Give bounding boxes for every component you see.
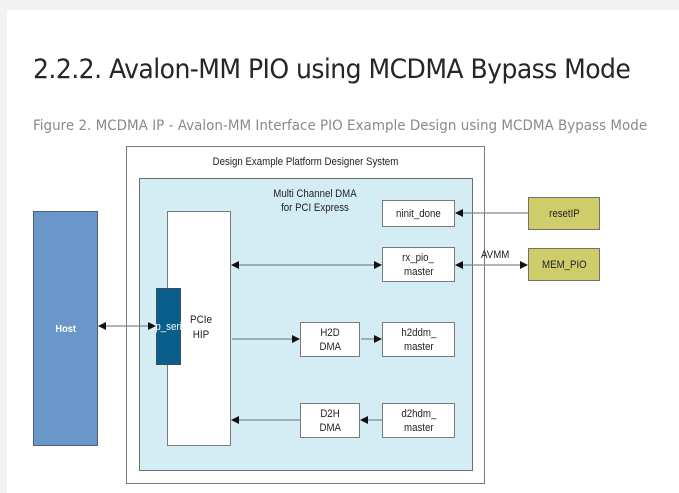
figure-caption: Figure 2. MCDMA IP - Avalon-MM Interface… <box>33 118 648 134</box>
ninit-done-block: ninit_done <box>382 200 455 227</box>
pcie-hip-label: PCIe HIP <box>189 314 213 341</box>
h2ddm-master-block: h2ddm_master <box>382 322 455 357</box>
rx-pio-master-block: rx_pio_master <box>382 247 455 282</box>
hip-serial-block: hip_serial <box>148 288 189 365</box>
mcdma-label: Multi Channel DMA for PCI Express <box>273 188 357 214</box>
platform-designer-label: Design Example Platform Designer System <box>212 156 399 168</box>
resetip-block: resetIP <box>528 197 600 230</box>
avmm-label: AVMM <box>481 249 510 261</box>
host-block: Host <box>33 211 98 446</box>
mem-pio-block: MEM_PIO <box>528 248 600 281</box>
d2hdm-master-block: d2hdm_master <box>382 403 455 438</box>
section-title: 2.2.2. Avalon-MM PIO using MCDMA Bypass … <box>33 54 631 85</box>
